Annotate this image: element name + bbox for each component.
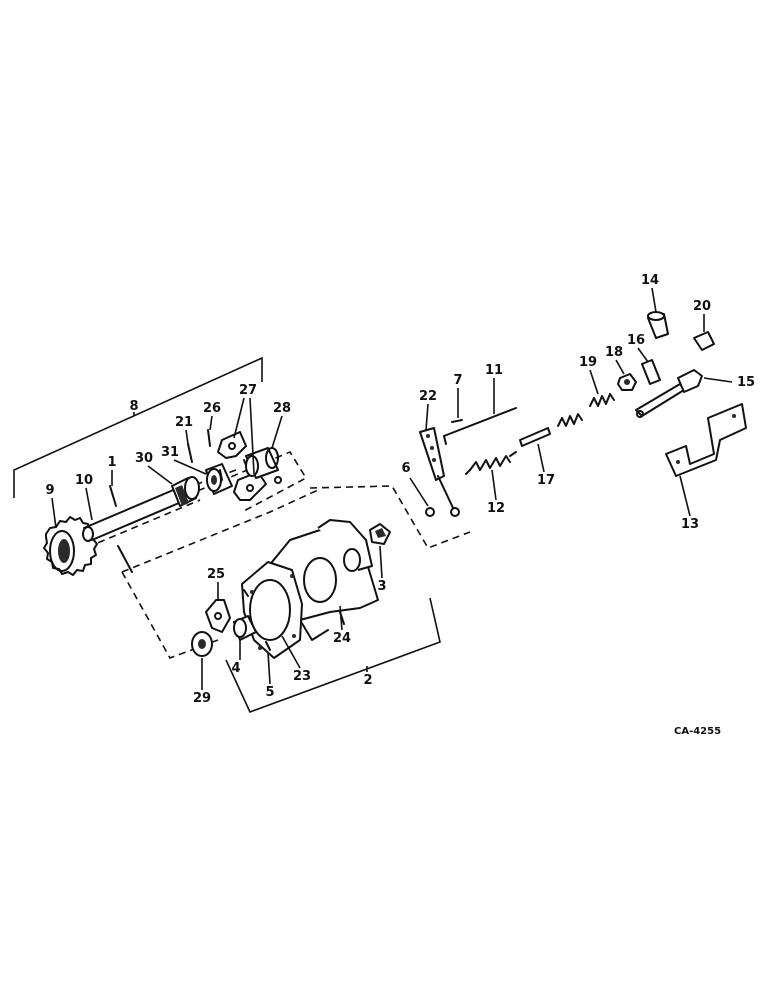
rod-part-17 xyxy=(519,413,583,447)
bracket-part-13 xyxy=(665,403,747,477)
ball-part-6 xyxy=(425,507,435,517)
callout-7: 7 xyxy=(453,373,462,388)
callout-13: 13 xyxy=(681,517,699,532)
lever-part-15 xyxy=(635,369,703,418)
callout-23: 23 xyxy=(293,669,311,684)
callout-2: 2 xyxy=(363,673,372,688)
callout-8: 8 xyxy=(129,399,138,414)
rod-part-11 xyxy=(443,407,517,445)
callout-17: 17 xyxy=(537,473,555,488)
callout-29: 29 xyxy=(193,691,211,706)
fitting-part-3 xyxy=(369,523,391,545)
lever-part-22 xyxy=(419,427,460,517)
eccentric-part-31 xyxy=(205,463,233,495)
callout-16: 16 xyxy=(627,333,645,348)
dowel-part-5 xyxy=(243,589,271,651)
callout-22: 22 xyxy=(419,389,437,404)
callout-18: 18 xyxy=(605,345,623,360)
callout-9: 9 xyxy=(45,483,54,498)
callout-25: 25 xyxy=(207,567,225,582)
knob-part-14 xyxy=(647,311,669,339)
drawing-code: CA-4255 xyxy=(674,726,721,737)
bracket-2 xyxy=(225,597,441,714)
pin-part-7 xyxy=(451,419,463,423)
cap-part-20 xyxy=(693,331,715,351)
spring-part-19 xyxy=(589,393,615,407)
callout-6: 6 xyxy=(401,461,410,476)
pin-part-21 xyxy=(187,443,193,463)
callout-20: 20 xyxy=(693,299,711,314)
callout-14: 14 xyxy=(641,273,659,288)
spring-part-12 xyxy=(465,451,517,475)
shaft-part-10 xyxy=(82,487,187,542)
leader-lines xyxy=(51,287,733,690)
gasket-part-23 xyxy=(241,561,303,659)
callout-10: 10 xyxy=(75,473,93,488)
callout-24: 24 xyxy=(333,631,351,646)
callout-1: 1 xyxy=(107,455,116,470)
callout-21: 21 xyxy=(175,415,193,430)
bracket-8 xyxy=(13,356,263,498)
callout-labels: 1 2 3 4 5 6 7 8 9 10 11 12 13 14 15 16 1… xyxy=(45,273,755,706)
pin-part-1 xyxy=(109,485,133,573)
callout-5: 5 xyxy=(265,685,274,700)
callout-4: 4 xyxy=(231,661,240,676)
callout-19: 19 xyxy=(579,355,597,370)
callout-11: 11 xyxy=(485,363,503,378)
callout-27: 27 xyxy=(239,383,257,398)
callout-31: 31 xyxy=(161,445,179,460)
pin-part-26 xyxy=(207,429,211,447)
bushing-part-28 xyxy=(245,447,282,484)
nut-part-18 xyxy=(617,373,637,391)
callout-30: 30 xyxy=(135,451,153,466)
bearing-part-29 xyxy=(191,631,213,657)
callout-26: 26 xyxy=(203,401,221,416)
lever-part-25 xyxy=(205,599,231,633)
callout-12: 12 xyxy=(487,501,505,516)
lever-part-27 xyxy=(217,431,267,501)
callout-3: 3 xyxy=(377,579,386,594)
fitting-part-16 xyxy=(641,359,661,385)
bushing-part-4 xyxy=(233,615,257,641)
callout-28: 28 xyxy=(273,401,291,416)
spline-gear-part-30 xyxy=(171,476,200,507)
callout-15: 15 xyxy=(737,375,755,390)
